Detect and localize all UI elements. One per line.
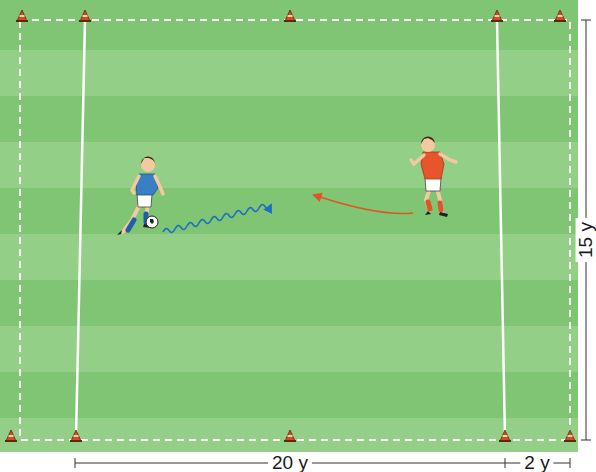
dimension-label: 20 y: [268, 453, 312, 472]
red-player: [411, 136, 456, 217]
cones: [5, 10, 576, 442]
area-boundary: [20, 20, 570, 440]
dimension-label: 15 y: [576, 218, 596, 262]
grass-stripes: [0, 0, 578, 452]
run-path: [314, 195, 413, 214]
dimension-lines: [75, 20, 591, 468]
blue-player: [117, 156, 163, 235]
dribble-path: [163, 205, 271, 233]
dimension-label: 2 y: [520, 453, 553, 472]
end-line: [497, 20, 505, 438]
end-line: [76, 20, 85, 438]
